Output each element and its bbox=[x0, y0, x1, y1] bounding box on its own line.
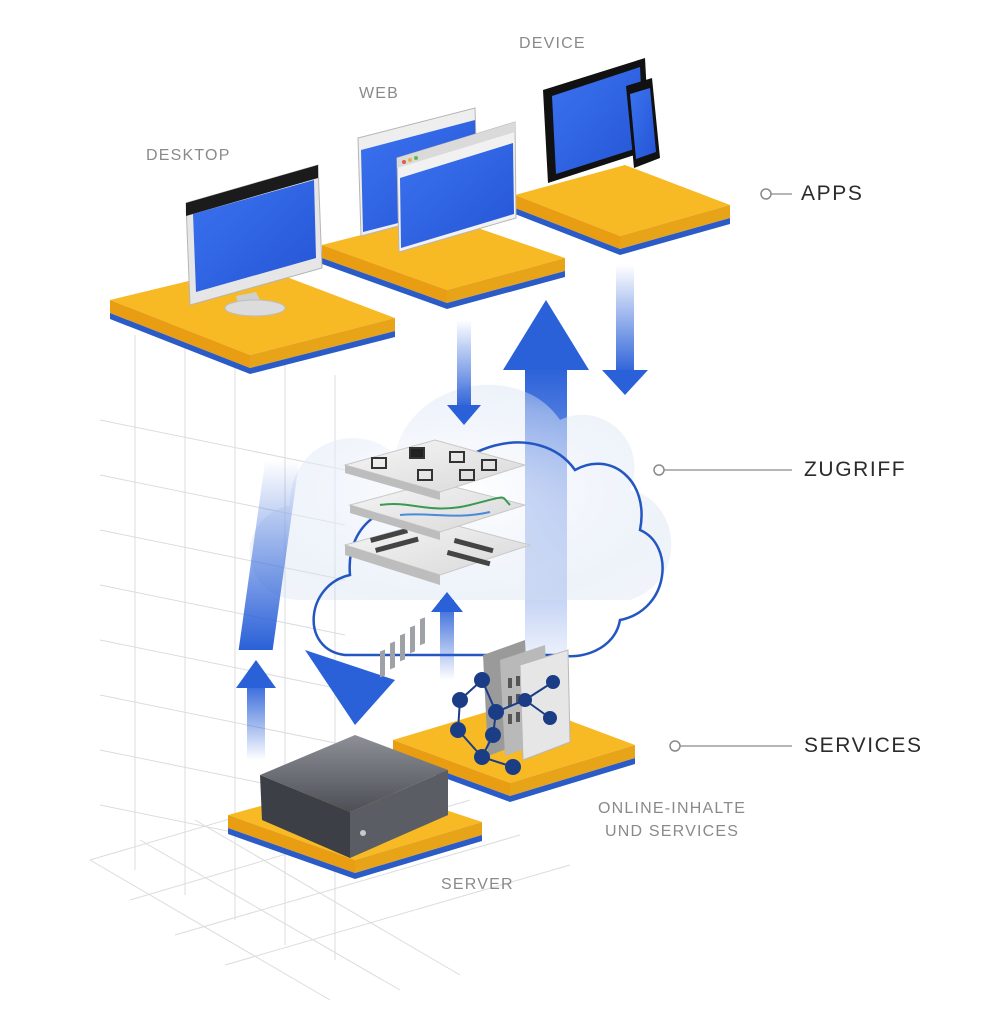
layer-connector-zugriff bbox=[653, 464, 792, 476]
label-online-services: ONLINE-INHALTE UND SERVICES bbox=[598, 797, 746, 843]
smartphone-icon bbox=[626, 78, 660, 168]
label-web: WEB bbox=[359, 85, 400, 102]
imac-icon bbox=[185, 164, 323, 317]
access-arrow-down-server bbox=[238, 460, 395, 725]
label-device: DEVICE bbox=[519, 35, 586, 52]
access-arrow-down-web bbox=[447, 320, 481, 425]
access-arrow-down-device bbox=[602, 265, 648, 395]
access-arrow-up-small bbox=[431, 592, 463, 680]
layer-connector-services bbox=[669, 740, 792, 752]
layer-label-zugriff: ZUGRIFF bbox=[804, 458, 907, 481]
label-online-line1: ONLINE-INHALTE bbox=[598, 800, 747, 817]
label-desktop: DESKTOP bbox=[146, 147, 231, 164]
layer-connector-apps bbox=[760, 188, 792, 200]
layer-label-services: SERVICES bbox=[804, 734, 923, 757]
platform-device bbox=[515, 165, 730, 255]
access-arrow-up-left bbox=[236, 660, 276, 760]
browser-window-icon bbox=[357, 107, 517, 253]
grid-wall-left bbox=[99, 335, 346, 960]
tablet-icon bbox=[543, 58, 650, 183]
label-server: SERVER bbox=[441, 876, 514, 893]
network-graph-icon bbox=[450, 672, 560, 775]
label-online-line2: UND SERVICES bbox=[604, 823, 740, 840]
document-stack-icon bbox=[343, 439, 532, 585]
layer-label-apps: APPS bbox=[801, 182, 864, 205]
platform-web bbox=[322, 215, 565, 309]
server-rack-icon bbox=[260, 617, 448, 858]
